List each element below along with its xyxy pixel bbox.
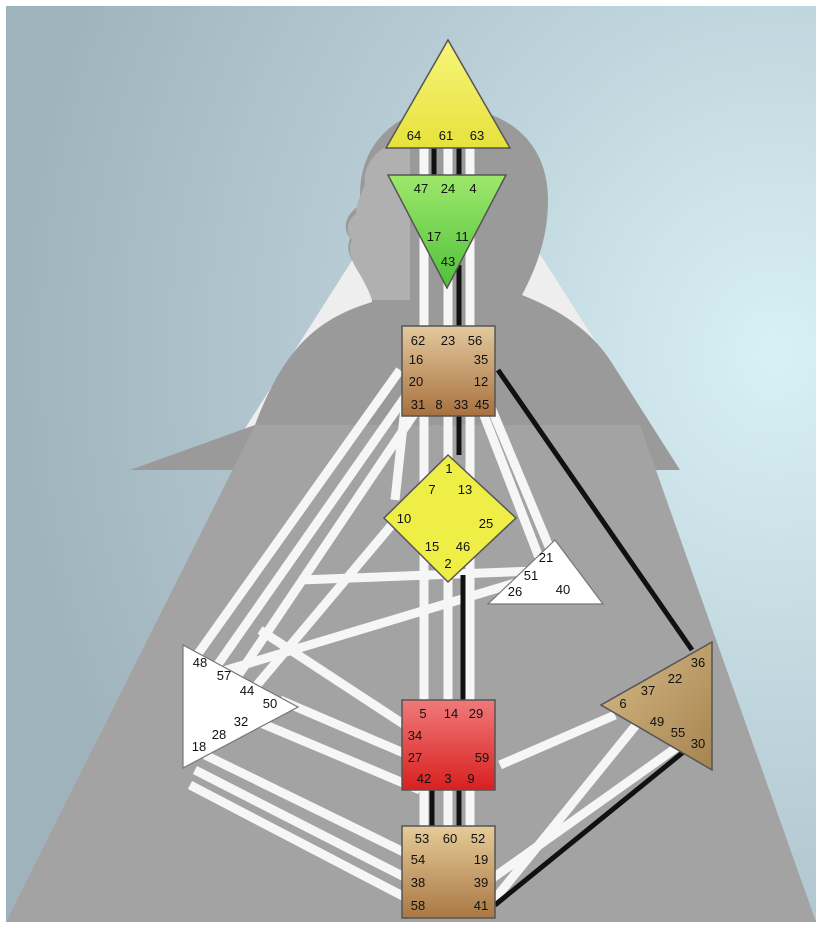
gate-label: 28 (212, 727, 226, 742)
gate-label: 39 (474, 875, 488, 890)
gate-label: 56 (468, 333, 482, 348)
gate-label: 27 (408, 750, 422, 765)
gate-label: 32 (234, 714, 248, 729)
gate-label: 60 (443, 831, 457, 846)
solar-plexus-center: 36 22 37 6 49 55 30 (599, 640, 713, 772)
spleen-center: 48 57 44 50 32 28 18 (182, 643, 300, 769)
gate-label: 52 (471, 831, 485, 846)
gate-label: 42 (417, 771, 431, 786)
sacral-center: 5 14 29 34 27 59 42 3 9 (401, 699, 496, 791)
gate-label: 19 (474, 852, 488, 867)
gate-label: 21 (539, 550, 553, 565)
gate-label: 37 (641, 683, 655, 698)
gate-label: 22 (668, 671, 682, 686)
gate-label: 55 (671, 725, 685, 740)
gate-label: 31 (411, 397, 425, 412)
gate-label: 16 (409, 352, 423, 367)
gate-label: 11 (455, 229, 469, 244)
gate-label: 58 (411, 898, 425, 913)
ego-center: 21 51 26 40 (486, 539, 605, 605)
gate-label: 54 (411, 852, 425, 867)
gate-label: 64 (407, 128, 421, 143)
gate-label: 45 (475, 397, 489, 412)
gate-label: 43 (441, 254, 455, 269)
gate-label: 17 (427, 229, 441, 244)
root-center: 53 60 52 54 19 38 39 58 41 (401, 825, 496, 919)
gate-label: 53 (415, 831, 429, 846)
gate-label: 62 (411, 333, 425, 348)
gate-label: 23 (441, 333, 455, 348)
gate-label: 48 (193, 655, 207, 670)
gate-label: 5 (419, 706, 426, 721)
active-channels (429, 140, 695, 907)
gate-label: 29 (469, 706, 483, 721)
gate-label: 26 (508, 584, 522, 599)
ajna-center: 47 24 4 17 11 43 (386, 174, 508, 290)
gate-label: 25 (479, 516, 493, 531)
gate-label: 1 (445, 461, 452, 476)
gate-label: 44 (240, 683, 254, 698)
head-center: 64 61 63 (384, 38, 512, 149)
gate-label: 15 (425, 539, 439, 554)
gate-label: 18 (192, 739, 206, 754)
g-center: 1 7 13 10 25 15 46 2 (382, 453, 518, 584)
gate-label: 38 (411, 875, 425, 890)
gate-label: 4 (469, 181, 476, 196)
gate-label: 50 (263, 696, 277, 711)
gate-label: 36 (691, 655, 705, 670)
gate-label: 2 (444, 556, 451, 571)
gate-label: 35 (474, 352, 488, 367)
gate-label: 13 (458, 482, 472, 497)
gate-label: 6 (619, 696, 626, 711)
gate-label: 12 (474, 374, 488, 389)
gate-label: 51 (524, 568, 538, 583)
gate-label: 14 (444, 706, 458, 721)
gate-label: 59 (475, 750, 489, 765)
gate-label: 8 (435, 397, 442, 412)
gate-label: 30 (691, 736, 705, 751)
gate-label: 3 (444, 771, 451, 786)
gate-label: 57 (217, 668, 231, 683)
gate-label: 10 (397, 511, 411, 526)
gate-label: 49 (650, 714, 664, 729)
gate-label: 63 (470, 128, 484, 143)
gate-label: 7 (428, 482, 435, 497)
gate-label: 40 (556, 582, 570, 597)
gate-label: 20 (409, 374, 423, 389)
gate-label: 33 (454, 397, 468, 412)
gate-label: 41 (474, 898, 488, 913)
gate-label: 24 (441, 181, 455, 196)
gate-label: 61 (439, 128, 453, 143)
gate-label: 47 (414, 181, 428, 196)
gate-label: 9 (467, 771, 474, 786)
gate-label: 46 (456, 539, 470, 554)
throat-center: 62 23 56 16 35 20 12 31 8 33 45 (401, 325, 496, 417)
gate-label: 34 (408, 728, 422, 743)
